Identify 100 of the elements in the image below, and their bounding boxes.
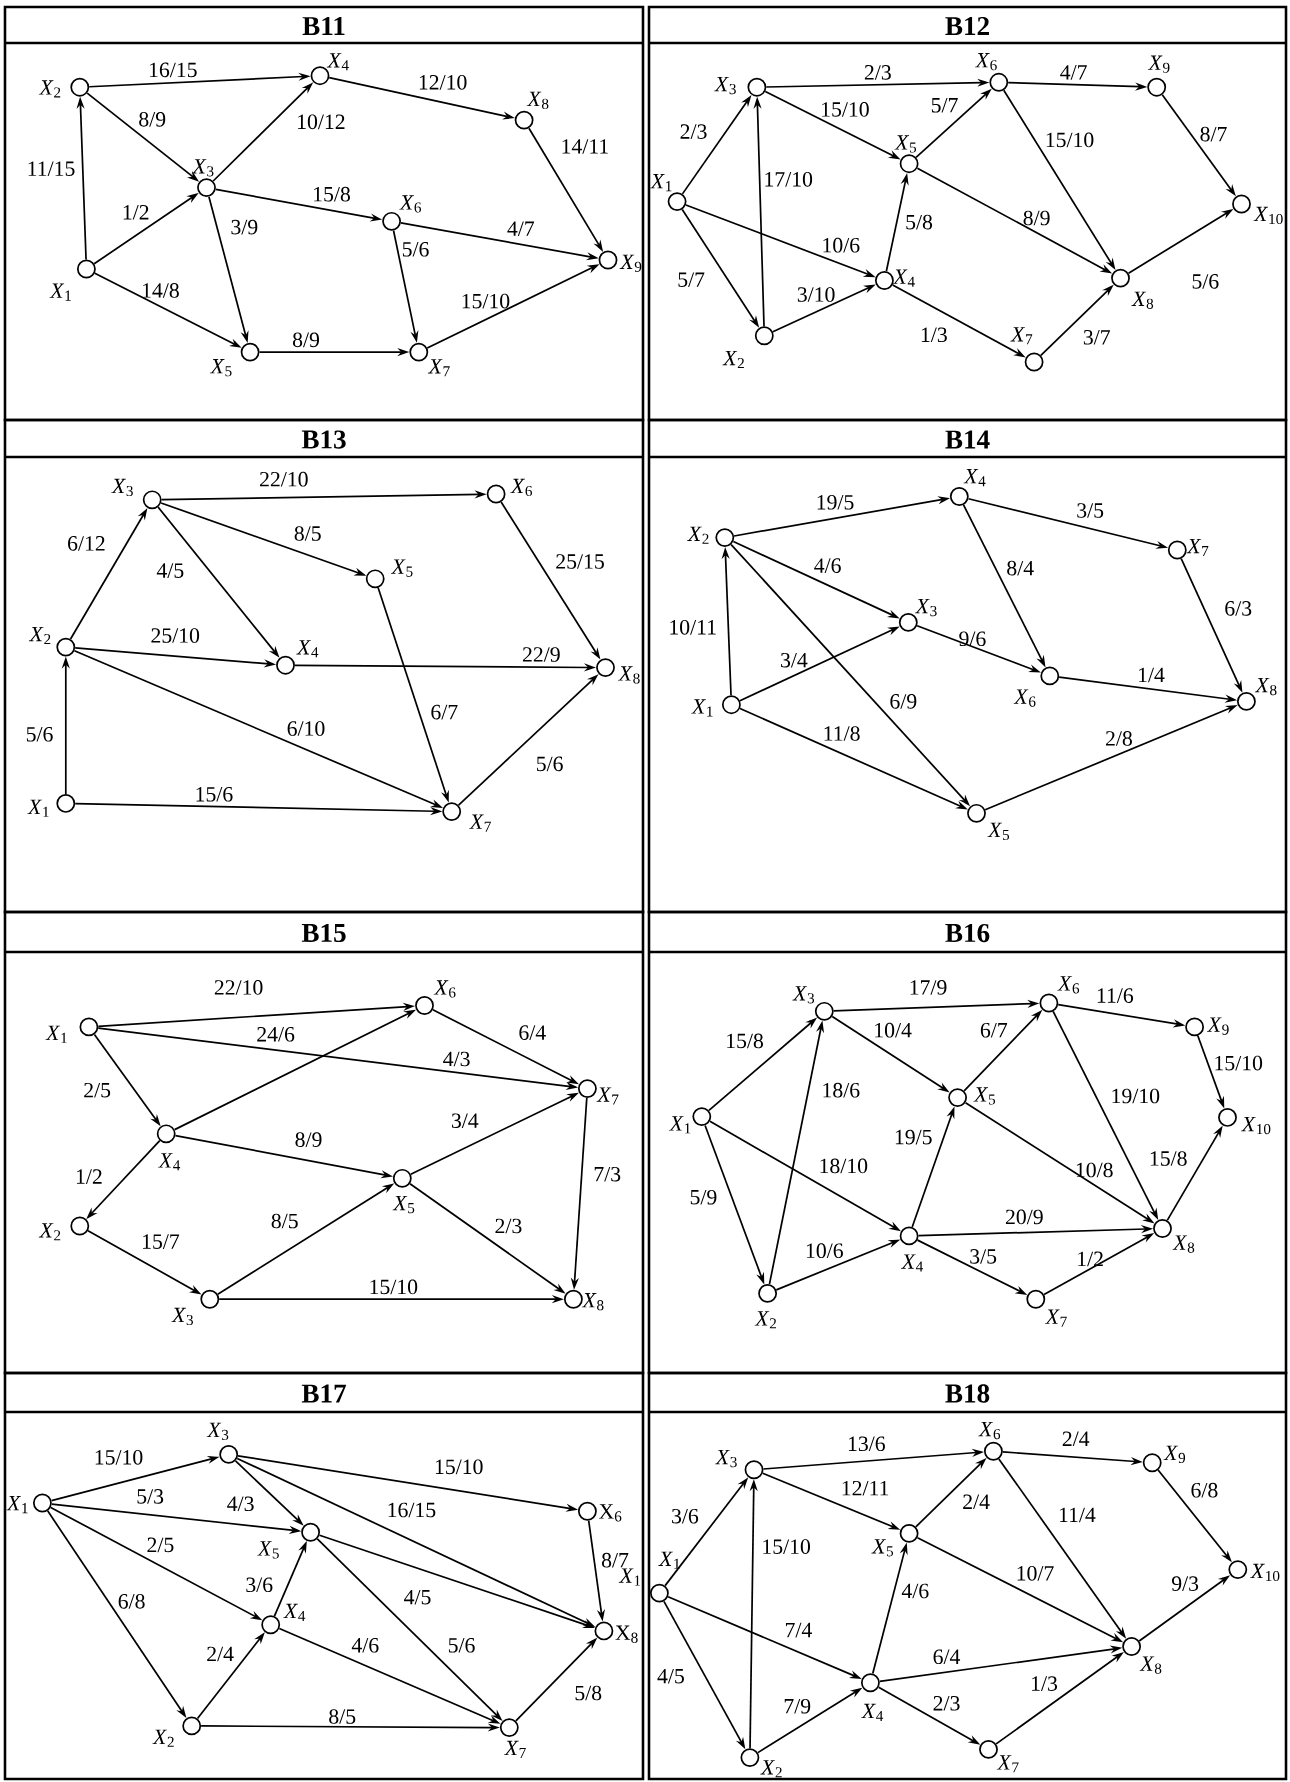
vertex-label: X$_{7}$ [1186, 538, 1209, 557]
edge-label: 15/10 [763, 1539, 810, 1554]
edge-label: 6/8 [1191, 1482, 1218, 1498]
edge-label: 5/9 [690, 1189, 717, 1205]
vertex-label: X$_{6}$ [433, 980, 456, 998]
edge-label: 5/7 [931, 98, 958, 113]
edge-label: 16/15 [388, 1502, 436, 1518]
edge-label: 8/9 [295, 1132, 322, 1147]
vertex-label: X$_{3}$ [714, 76, 736, 95]
vertex-label: X$_{4}$ [326, 53, 349, 71]
edge-label: 3/6 [246, 1577, 273, 1593]
vertex-label: X$_{6}$ [1057, 976, 1080, 994]
vertex-label: X$_{1}$ [6, 1496, 28, 1514]
edge-label: 15/6 [196, 787, 233, 802]
edge-label: 3/10 [797, 287, 835, 302]
vertex-label: X$_{2}$ [152, 1729, 174, 1747]
edge-label: 20/9 [1005, 1209, 1043, 1225]
vertex-label: X$_{10}$ [1241, 1116, 1271, 1135]
edge-label: 2/8 [1105, 731, 1132, 746]
vertex-label: X$_{6}$ [975, 53, 997, 71]
edge-label: 12/10 [419, 74, 467, 90]
edge-label: 8/9 [139, 111, 166, 127]
edge-label: 1/4 [1139, 667, 1165, 683]
edge-label: 8/9 [1023, 210, 1050, 226]
edge-label: 14/11 [562, 139, 608, 154]
edge-label: 3/9 [231, 219, 258, 235]
edge-label: 15/10 [822, 102, 869, 117]
edge-label: 19/5 [895, 1129, 932, 1145]
vertex-label: X$_{1}$ [658, 1551, 680, 1569]
vertex-label: X$_{1}$ [45, 1025, 67, 1043]
edge-label: 5/6 [448, 1638, 475, 1653]
edge-label: 11/15 [28, 161, 75, 176]
vertex-label: X$_{7}$ [1045, 1309, 1067, 1327]
edge-label: 16/15 [150, 62, 197, 78]
vertex-label: X$_{2}$ [760, 1760, 782, 1778]
edge-label: 10/7 [1017, 1565, 1054, 1581]
edge-label: 2/3 [933, 1696, 960, 1711]
vertex-label: X$_{3}$ [206, 1422, 229, 1440]
edge-label: 8/5 [294, 526, 321, 541]
edge-label: 3/6 [672, 1508, 699, 1524]
edge-label: 6/4 [519, 1025, 546, 1040]
edge-label: 8/7 [601, 1552, 629, 1568]
edge-label: 10/8 [1076, 1162, 1113, 1178]
vertex-label: X$_{1}$ [650, 174, 672, 192]
edge-label: 11/8 [824, 726, 860, 741]
edge-label: 5/6 [537, 756, 563, 772]
edge-label: 7/9 [784, 1698, 811, 1714]
edge-label: 5/3 [137, 1489, 164, 1504]
vertex-label: X$_{6}$ [510, 478, 532, 497]
vertex-label: X$_{5}$ [390, 559, 413, 577]
edge-label: 4/6 [814, 558, 841, 573]
edge-label: 15/8 [727, 1033, 763, 1049]
vertex-label: X$_{1}$ [691, 699, 713, 717]
edge-label: 6/9 [890, 694, 917, 709]
vertex-label: X$_{4}$ [283, 1603, 306, 1621]
edge-label: 5/7 [678, 272, 705, 287]
edge-label: 6/3 [1225, 601, 1252, 616]
edge-label: 8/7 [1200, 126, 1227, 142]
vertex-label: X$_{3}$ [715, 1449, 737, 1468]
vertex-label: X$_{6}$ [599, 1504, 622, 1522]
edge-label: 5/6 [402, 242, 429, 257]
vertex-label: X$_{1}$ [669, 1116, 691, 1134]
vertex-label: X$_{10}$ [1250, 1563, 1280, 1582]
edge-label: 3/7 [1083, 330, 1110, 345]
edge-label: 5/6 [26, 727, 53, 742]
edge-label: 10/12 [298, 114, 345, 130]
edge-label: 3/5 [1077, 503, 1104, 518]
edge-label: 15/10 [370, 1279, 418, 1295]
edge-label: 15/8 [314, 186, 350, 202]
edge-label: 9/3 [1171, 1576, 1199, 1591]
edge-label: 1/2 [123, 205, 149, 220]
vertex-label: X$_{1}$ [618, 1568, 641, 1586]
edge-label: 6/8 [118, 1593, 145, 1609]
vertex-label: X$_{5}$ [257, 1541, 279, 1559]
edge-label: 8/4 [1007, 560, 1034, 576]
vertex-label: X$_{5}$ [973, 1087, 996, 1105]
edge-label: 17/9 [910, 980, 947, 995]
vertex-label: X$_{2}$ [754, 1311, 777, 1329]
vertex-label: X$_{9}$ [619, 254, 642, 272]
edge-label: 10/6 [806, 1243, 843, 1259]
vertex-label: X$_{2}$ [28, 626, 51, 645]
vertex-label: X$_{3}$ [792, 986, 815, 1004]
vertex-label: X$_{6}$ [399, 195, 421, 213]
edge-label: 8/5 [329, 1709, 356, 1724]
vertex-label: X$_{8}$ [1254, 677, 1277, 696]
edge-label: 4/3 [443, 1051, 470, 1067]
edge-label: 2/3 [864, 65, 891, 80]
vertex-label: X$_{4}$ [296, 640, 319, 658]
edge-label: 1/3 [1032, 1676, 1058, 1691]
edge-label: 9/6 [959, 631, 986, 647]
edge-label: 6/12 [68, 536, 105, 551]
edge-label: 2/4 [207, 1646, 234, 1662]
vertex-label: X$_{7}$ [427, 359, 450, 377]
vertex-label: X$_{7}$ [1010, 327, 1033, 345]
edge-label: 13/6 [848, 1436, 885, 1452]
edge-label: 22/10 [214, 980, 263, 995]
edge-label: 25/15 [556, 554, 604, 569]
vertex-label: X$_{8}$ [526, 91, 549, 109]
edge-label: 3/4 [451, 1113, 479, 1128]
vertex-label: X$_{6}$ [978, 1421, 1001, 1440]
